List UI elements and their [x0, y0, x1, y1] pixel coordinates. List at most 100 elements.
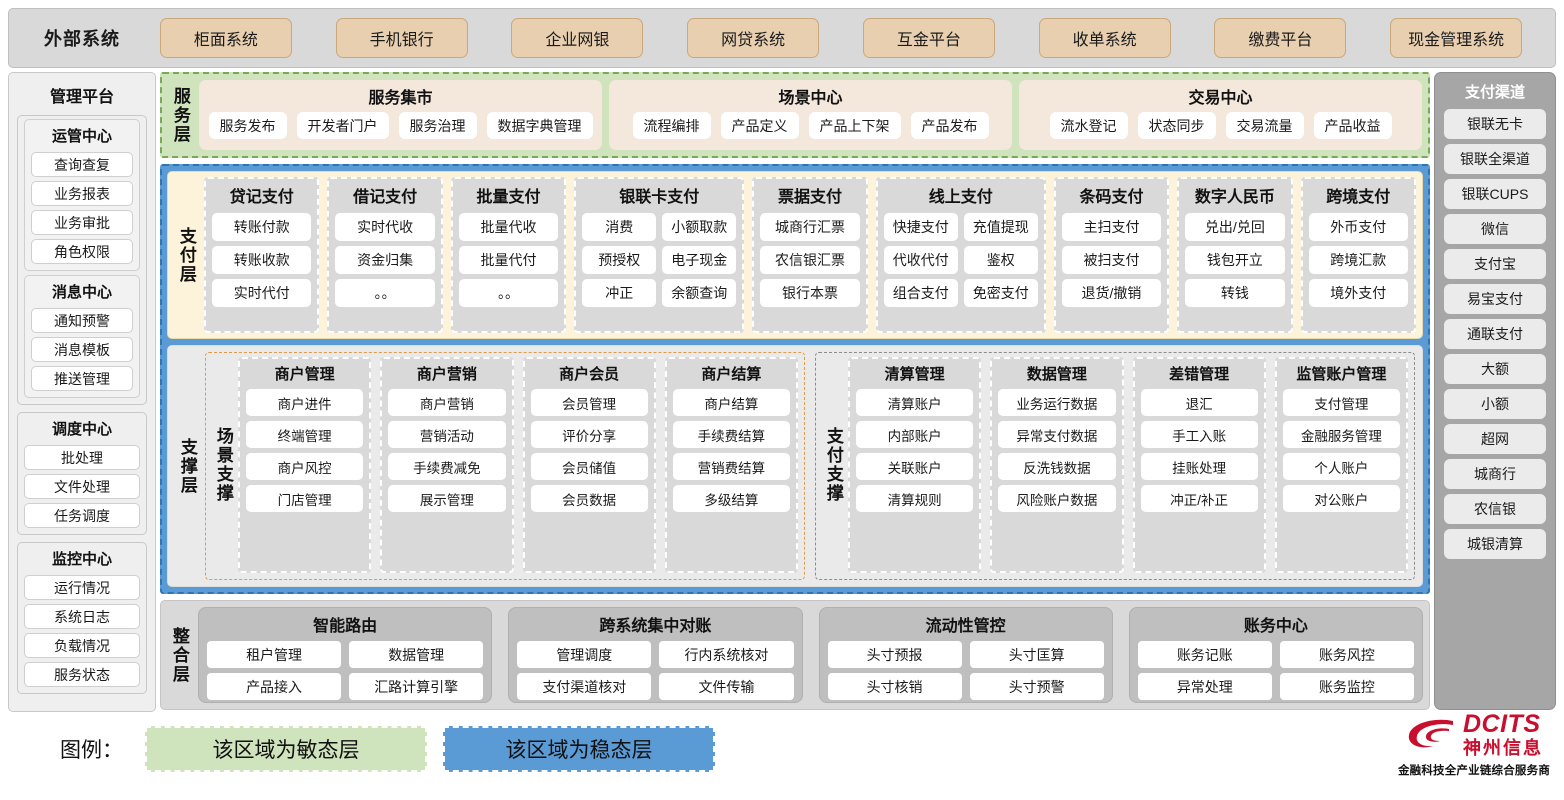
pay-item[interactable]: 城商行汇票: [760, 213, 860, 241]
integration-item[interactable]: 头寸预报: [827, 641, 962, 668]
pay-item[interactable]: 转账付款: [212, 213, 312, 241]
support-item[interactable]: 营销费结算: [672, 453, 790, 480]
support-item[interactable]: 终端管理: [246, 421, 364, 448]
service-item[interactable]: 产品发布: [910, 112, 989, 139]
pay-item[interactable]: 余额查询: [662, 279, 737, 307]
support-item[interactable]: 手工入账: [1140, 421, 1258, 448]
payment-channel-item[interactable]: 城商行: [1444, 459, 1546, 489]
support-item[interactable]: 门店管理: [246, 485, 364, 512]
support-item[interactable]: 多级结算: [672, 485, 790, 512]
integration-item[interactable]: 汇路计算引擎: [349, 673, 484, 700]
support-item[interactable]: 清算账户: [856, 389, 974, 416]
integration-item[interactable]: 文件传输: [659, 673, 794, 700]
service-item[interactable]: 产品收益: [1313, 112, 1392, 139]
pay-item[interactable]: 钱包开立: [1185, 246, 1285, 274]
support-item[interactable]: 会员储值: [530, 453, 648, 480]
sidebar-item[interactable]: 消息模板: [31, 337, 133, 362]
support-item[interactable]: 反洗钱数据: [998, 453, 1116, 480]
pay-item[interactable]: 实时代收: [335, 213, 435, 241]
service-item[interactable]: 服务发布: [208, 112, 287, 139]
support-item[interactable]: 会员管理: [530, 389, 648, 416]
sidebar-item[interactable]: 系统日志: [24, 604, 140, 629]
support-item[interactable]: 商户进件: [246, 389, 364, 416]
support-item[interactable]: 手续费减免: [388, 453, 506, 480]
payment-channel-item[interactable]: 超网: [1444, 424, 1546, 454]
sidebar-item[interactable]: 通知预警: [31, 308, 133, 333]
pay-item[interactable]: 。。: [335, 279, 435, 307]
support-item[interactable]: 营销活动: [388, 421, 506, 448]
pay-item[interactable]: 免密支付: [963, 279, 1038, 307]
sidebar-item[interactable]: 查询查复: [31, 152, 133, 177]
pay-item[interactable]: 主扫支付: [1061, 213, 1162, 241]
support-item[interactable]: 评价分享: [530, 421, 648, 448]
sidebar-item[interactable]: 推送管理: [31, 366, 133, 391]
sidebar-item[interactable]: 角色权限: [31, 239, 133, 264]
service-item[interactable]: 产品上下架: [808, 112, 901, 139]
pay-item[interactable]: 跨境汇款: [1308, 246, 1408, 274]
sidebar-item[interactable]: 文件处理: [24, 474, 140, 499]
external-system-chip[interactable]: 柜面系统: [159, 18, 292, 58]
pay-item[interactable]: 快捷支付: [883, 213, 958, 241]
support-item[interactable]: 业务运行数据: [998, 389, 1116, 416]
pay-item[interactable]: 鉴权: [963, 246, 1038, 274]
pay-item[interactable]: 充值提现: [963, 213, 1038, 241]
support-item[interactable]: 商户营销: [388, 389, 506, 416]
pay-item[interactable]: 退货/撤销: [1061, 279, 1162, 307]
external-system-chip[interactable]: 缴费平台: [1214, 18, 1347, 58]
payment-channel-item[interactable]: 城银清算: [1444, 529, 1546, 559]
sidebar-item[interactable]: 负载情况: [24, 633, 140, 658]
integration-item[interactable]: 头寸匡算: [969, 641, 1104, 668]
payment-channel-item[interactable]: 银联CUPS: [1444, 179, 1546, 209]
support-item[interactable]: 展示管理: [388, 485, 506, 512]
support-item[interactable]: 金融服务管理: [1282, 421, 1400, 448]
sidebar-item[interactable]: 运行情况: [24, 575, 140, 600]
integration-item[interactable]: 管理调度: [517, 641, 652, 668]
pay-item[interactable]: 银行本票: [760, 279, 860, 307]
service-item[interactable]: 产品定义: [720, 112, 799, 139]
external-system-chip[interactable]: 网贷系统: [687, 18, 820, 58]
support-item[interactable]: 支付管理: [1282, 389, 1400, 416]
support-item[interactable]: 挂账处理: [1140, 453, 1258, 480]
integration-item[interactable]: 异常处理: [1137, 673, 1272, 700]
external-system-chip[interactable]: 手机银行: [335, 18, 468, 58]
integration-item[interactable]: 租户管理: [207, 641, 342, 668]
integration-item[interactable]: 数据管理: [349, 641, 484, 668]
service-item[interactable]: 数据字典管理: [486, 112, 593, 139]
pay-item[interactable]: 批量代收: [458, 213, 559, 241]
support-item[interactable]: 个人账户: [1282, 453, 1400, 480]
sidebar-item[interactable]: 服务状态: [24, 662, 140, 687]
integration-item[interactable]: 支付渠道核对: [517, 673, 652, 700]
pay-item[interactable]: 转钱: [1185, 279, 1285, 307]
integration-item[interactable]: 头寸预警: [969, 673, 1104, 700]
sidebar-item[interactable]: 批处理: [24, 445, 140, 470]
service-item[interactable]: 流程编排: [632, 112, 711, 139]
support-item[interactable]: 退汇: [1140, 389, 1258, 416]
integration-item[interactable]: 账务风控: [1279, 641, 1414, 668]
support-item[interactable]: 风险账户数据: [998, 485, 1116, 512]
payment-channel-item[interactable]: 农信银: [1444, 494, 1546, 524]
external-system-chip[interactable]: 互金平台: [862, 18, 995, 58]
support-item[interactable]: 内部账户: [856, 421, 974, 448]
pay-item[interactable]: 资金归集: [335, 246, 435, 274]
payment-channel-item[interactable]: 易宝支付: [1444, 284, 1546, 314]
integration-item[interactable]: 账务记账: [1137, 641, 1272, 668]
sidebar-item[interactable]: 业务报表: [31, 181, 133, 206]
pay-item[interactable]: 组合支付: [883, 279, 958, 307]
external-system-chip[interactable]: 收单系统: [1038, 18, 1171, 58]
payment-channel-item[interactable]: 大额: [1444, 354, 1546, 384]
pay-item[interactable]: 预授权: [582, 246, 657, 274]
payment-channel-item[interactable]: 通联支付: [1444, 319, 1546, 349]
integration-item[interactable]: 头寸核销: [827, 673, 962, 700]
pay-item[interactable]: 实时代付: [212, 279, 312, 307]
integration-item[interactable]: 产品接入: [207, 673, 342, 700]
service-item[interactable]: 服务治理: [398, 112, 477, 139]
support-item[interactable]: 清算规则: [856, 485, 974, 512]
integration-item[interactable]: 账务监控: [1279, 673, 1414, 700]
support-item[interactable]: 会员数据: [530, 485, 648, 512]
payment-channel-item[interactable]: 微信: [1444, 214, 1546, 244]
support-item[interactable]: 异常支付数据: [998, 421, 1116, 448]
support-item[interactable]: 对公账户: [1282, 485, 1400, 512]
pay-item[interactable]: 兑出/兑回: [1185, 213, 1285, 241]
service-item[interactable]: 开发者门户: [296, 112, 389, 139]
support-item[interactable]: 关联账户: [856, 453, 974, 480]
